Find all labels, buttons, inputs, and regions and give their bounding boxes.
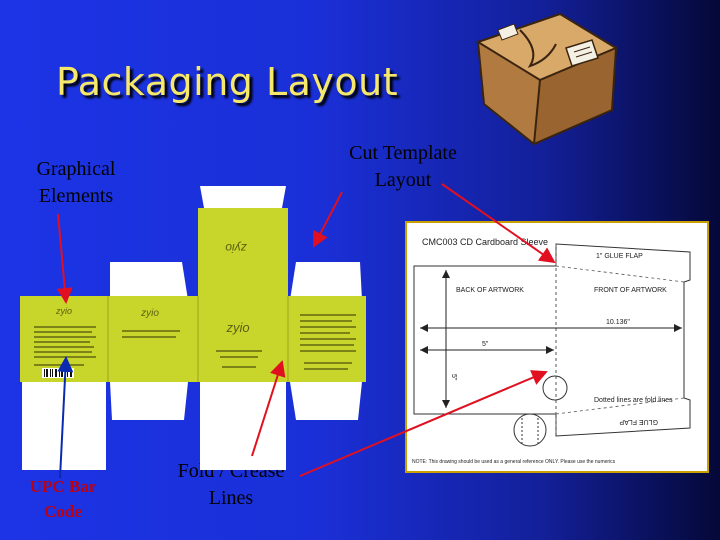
cut-template-drawing: CMC003 CD Cardboard Sleeve 1" GLUE FLAP … [405, 221, 709, 473]
cardboard-box-illustration [475, 12, 619, 146]
template-footnote: NOTE: This drawing should be used as a g… [412, 459, 616, 465]
arrow-cut-template-drawing [441, 183, 556, 264]
arrow-fold-template [299, 370, 548, 477]
bottom-tuck-flap [200, 382, 286, 470]
box-net-artwork: zyio zyio zyio zyio [20, 186, 366, 470]
label-cut-line1: Cut Template [349, 142, 457, 164]
slide-title: Packaging Layout [56, 60, 399, 104]
brand-top-panel: zyio [225, 241, 248, 255]
left-dust-flap-bottom [110, 382, 188, 420]
left-dust-flap-top [110, 262, 188, 300]
top-tuck-flap [200, 186, 286, 208]
label-graphical-line1: Graphical [36, 158, 116, 180]
inner-dimension: 5" [482, 341, 489, 348]
label-fold-line2: Lines [208, 487, 254, 509]
label-upc-line1: UPC Bar [29, 477, 97, 496]
right-dust-flap-bottom [290, 382, 362, 420]
label-upc-bar-code: UPC Bar Code [20, 474, 106, 524]
label-upc-line2: Code [44, 502, 82, 521]
arrow-fold-box [251, 360, 286, 457]
glue-flap-top: 1" GLUE FLAP [596, 253, 643, 260]
label-graphical-line2: Elements [38, 185, 114, 207]
width-dimension: 10.136" [606, 319, 630, 326]
label-cut-template: Cut Template Layout [328, 140, 478, 194]
label-graphical-elements: Graphical Elements [20, 156, 132, 210]
top-panel [198, 208, 288, 296]
brand-front-panel: zyio [225, 320, 249, 335]
label-cut-line2: Layout [374, 169, 432, 191]
brand-side-panel: zyio [55, 306, 72, 316]
arrow-cut-template-box [313, 191, 343, 248]
back-of-artwork: BACK OF ARTWORK [456, 287, 524, 294]
right-dust-flap-top [290, 262, 362, 300]
front-of-artwork: FRONT OF ARTWORK [594, 287, 667, 294]
template-header: CMC003 CD Cardboard Sleeve [422, 237, 548, 247]
arrow-upc-barcode [57, 356, 74, 479]
upc-barcode [42, 368, 74, 378]
brand-back-panel: zyio [140, 308, 159, 319]
dotted-lines-note: Dotted lines are fold lines [594, 397, 673, 404]
height-dimension: 5" [450, 374, 457, 381]
arrow-graphical-elements [56, 213, 73, 304]
glue-flap-bottom: GLUE FLAP [619, 418, 658, 425]
callout-arrows [56, 183, 556, 479]
bottom-flap [22, 382, 106, 470]
